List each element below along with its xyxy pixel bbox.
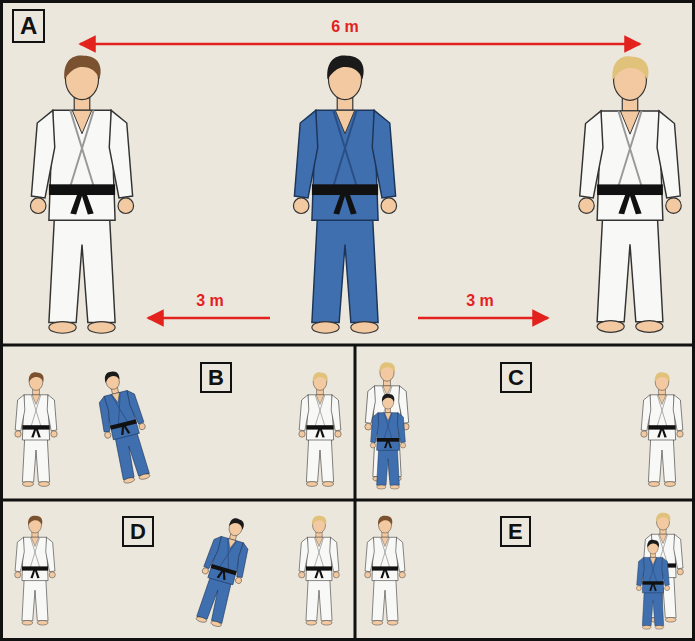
judoka-white: [30, 55, 133, 333]
panel-letter: C: [508, 365, 524, 390]
judoka-white: [299, 372, 341, 486]
dimension-label: 6 m: [329, 18, 361, 36]
panel-letter-box: D: [122, 516, 154, 547]
judoka-white: [15, 516, 56, 625]
panel-letter-box: A: [12, 9, 45, 43]
judoka-white: [15, 372, 57, 486]
judoka-white: [365, 516, 406, 625]
dimension-arrow: [418, 317, 548, 320]
dimension-label: 3 m: [194, 292, 226, 310]
panel-letter: E: [508, 519, 523, 544]
panel-letter: B: [208, 365, 224, 390]
judoka-running: [189, 513, 258, 629]
judoka-white: [579, 56, 681, 332]
judoka-grip: [636, 540, 669, 629]
panel-divider: [0, 344, 695, 347]
panel-letter-box: E: [500, 516, 531, 547]
judoka-blue: [293, 55, 396, 333]
judoka-white: [299, 516, 340, 625]
dimension-arrow: [80, 43, 640, 46]
judoka-white: [641, 372, 683, 486]
judoka-grip: [370, 394, 405, 489]
dimension-arrow: [148, 317, 270, 320]
panel-letter: A: [20, 12, 37, 40]
dimension-label: 3 m: [464, 292, 496, 310]
panel-divider: [0, 499, 695, 502]
panel-letter-box: B: [200, 362, 232, 393]
judoka-running: [90, 367, 158, 486]
panel-divider: [354, 345, 357, 641]
panel-letter-box: C: [500, 362, 532, 393]
panel-letter: D: [130, 519, 146, 544]
